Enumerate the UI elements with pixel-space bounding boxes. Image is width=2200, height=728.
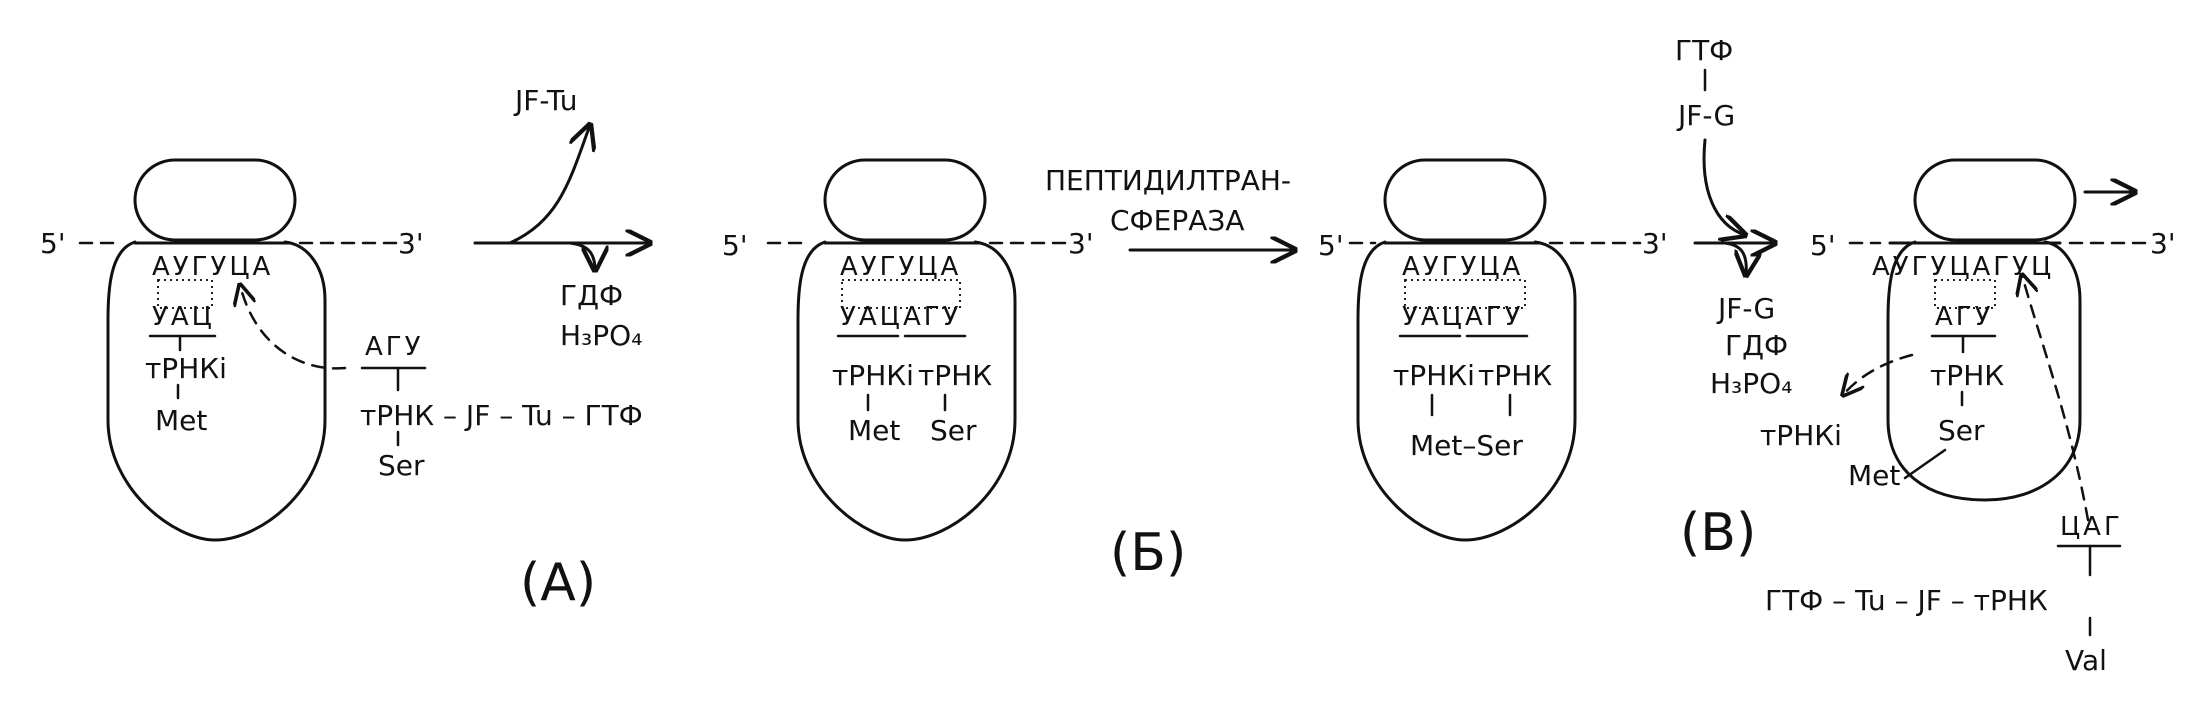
p-trna-b: тРНКi [832, 359, 914, 392]
factor-arrow-b2 [1704, 140, 1745, 235]
incoming-arrow-a [240, 285, 345, 368]
p-aa-a: Met [155, 404, 207, 437]
three-prime-b2: 3' [1642, 227, 1668, 260]
released-factor-b2: JF-G [1716, 292, 1775, 325]
released-gdf-a: ГДФ [560, 279, 623, 312]
released-phosphate-b2: H₃PO₄ [1710, 367, 1792, 400]
panel-v: 5' 3' АУГУЦАГУЦ АГУ тРНК Ser Met тРНКi (… [1680, 160, 2176, 677]
panel-b2: 5' 3' АУГУЦА УАЦ АГУ тРНКi тРНК Met–Ser … [1318, 34, 1792, 540]
anticodon-v: АГУ [1935, 302, 1994, 332]
three-prime-v: 3' [2150, 227, 2176, 260]
mrna-codons-b2: АУГУЦА [1402, 252, 1523, 282]
small-subunit-b2 [1385, 160, 1545, 240]
small-subunit-b [825, 160, 985, 240]
small-subunit-v [1915, 160, 2075, 240]
mrna-codons-a: АУГУЦА [152, 252, 273, 282]
chain-end-v: Met [1848, 459, 1900, 492]
five-prime-a: 5' [40, 227, 66, 260]
incoming-anticodon-a: АГУ [365, 332, 424, 362]
enzyme-label-2: СФЕРАЗА [1110, 204, 1245, 237]
mrna-codons-v: АУГУЦАГУЦ [1872, 252, 2054, 282]
three-prime-b: 3' [1068, 227, 1094, 260]
aa-v: Ser [1938, 414, 1985, 447]
products-arrow-a [570, 243, 595, 270]
mrna-codons-b: АУГУЦА [840, 252, 961, 282]
a-aa-b: Ser [930, 414, 977, 447]
p-trna-b2: тРНКi [1393, 359, 1475, 392]
factor-b2: JF-G [1676, 99, 1735, 132]
p-anticodon-b: УАЦ [840, 302, 903, 332]
exit-arrow-v [1843, 355, 1912, 395]
panel-label-b: (Б) [1110, 523, 1186, 583]
peptide-link-v [1905, 450, 1945, 478]
a-anticodon-b: АГУ [903, 302, 962, 332]
released-trna-v: тРНКi [1760, 419, 1842, 452]
p-anticodon-a: УАЦ [152, 302, 215, 332]
factor-top-b2: ГТФ [1675, 34, 1733, 67]
incoming-aa-a: Ser [378, 449, 425, 482]
a-anticodon-b2: АГУ [1465, 302, 1524, 332]
a-trna-b: тРНК [918, 359, 992, 392]
panel-b: 5' 3' АУГУЦА УАЦ АГУ тРНКi тРНК Met Ser … [722, 160, 1295, 583]
incoming-complex-a: тРНК – JF – Tu – ГТФ [360, 399, 643, 432]
incoming-aa-v: Val [2065, 644, 2107, 677]
five-prime-b2: 5' [1318, 229, 1344, 262]
released-phosphate-a: H₃PO₄ [560, 319, 642, 352]
panel-label-a: (А) [520, 553, 596, 613]
trna-v: тРНК [1930, 359, 2004, 392]
five-prime-v: 5' [1810, 229, 1836, 262]
p-anticodon-b2: УАЦ [1402, 302, 1465, 332]
dipeptide-b2: Met–Ser [1410, 429, 1523, 462]
incoming-complex-v: ГТФ – Tu – JF – тРНК [1765, 584, 2048, 617]
p-trna-a: тРНКi [145, 352, 227, 385]
released-factor-a: JF-Tu [513, 84, 578, 117]
incoming-anticodon-v: ЦАГ [2060, 512, 2123, 542]
enzyme-label-1: ПЕПТИДИЛТРАН- [1045, 164, 1291, 197]
three-prime-a: 3' [398, 227, 424, 260]
released-gdf-b2: ГДФ [1725, 329, 1788, 362]
panel-label-v: (В) [1680, 503, 1756, 563]
small-subunit-a [135, 160, 295, 240]
incoming-arrow-v [2022, 275, 2088, 520]
a-trna-b2: тРНК [1478, 359, 1552, 392]
panel-a: 5' 3' АУГУЦА УАЦ тРНКi Met АГУ тРНК – JF… [40, 84, 650, 613]
large-subunit-a [108, 242, 325, 540]
p-aa-b: Met [848, 414, 900, 447]
release-arrow-b2 [1725, 243, 1746, 275]
five-prime-b: 5' [722, 229, 748, 262]
release-arrow-a [510, 125, 590, 243]
